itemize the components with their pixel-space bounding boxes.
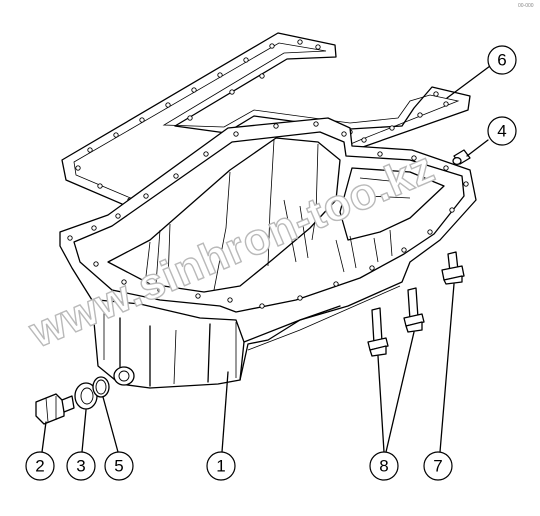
callout-7-label: 7 <box>433 457 442 476</box>
part-5-o-ring <box>92 376 110 398</box>
callout-4: 4 <box>487 116 517 146</box>
callout-8: 8 <box>369 451 399 481</box>
leader-lines <box>41 65 491 453</box>
callout-8-label: 8 <box>379 457 388 476</box>
corner-mark: 00-000 <box>518 3 534 9</box>
oil-pan <box>59 117 477 389</box>
part-8-bolt-left <box>367 307 389 357</box>
callout-3: 3 <box>66 451 96 481</box>
callout-6-label: 6 <box>497 51 506 70</box>
part-8-bolt-right <box>403 287 425 333</box>
callout-4-label: 4 <box>497 122 506 141</box>
callout-2-label: 2 <box>35 457 44 476</box>
part-3-washer <box>74 382 98 410</box>
callout-6: 6 <box>487 45 517 75</box>
callout-1: 1 <box>206 451 236 481</box>
part-7-bolt <box>441 251 465 285</box>
callout-1-label: 1 <box>216 457 225 476</box>
callout-5: 5 <box>104 451 134 481</box>
part-4-plug <box>452 149 471 166</box>
callout-3-label: 3 <box>76 457 85 476</box>
pan-flange-bolt-holes <box>67 121 469 309</box>
callout-5-label: 5 <box>114 457 123 476</box>
part-2-drain-plug <box>35 393 75 425</box>
callout-7: 7 <box>423 451 453 481</box>
callout-2: 2 <box>25 451 55 481</box>
